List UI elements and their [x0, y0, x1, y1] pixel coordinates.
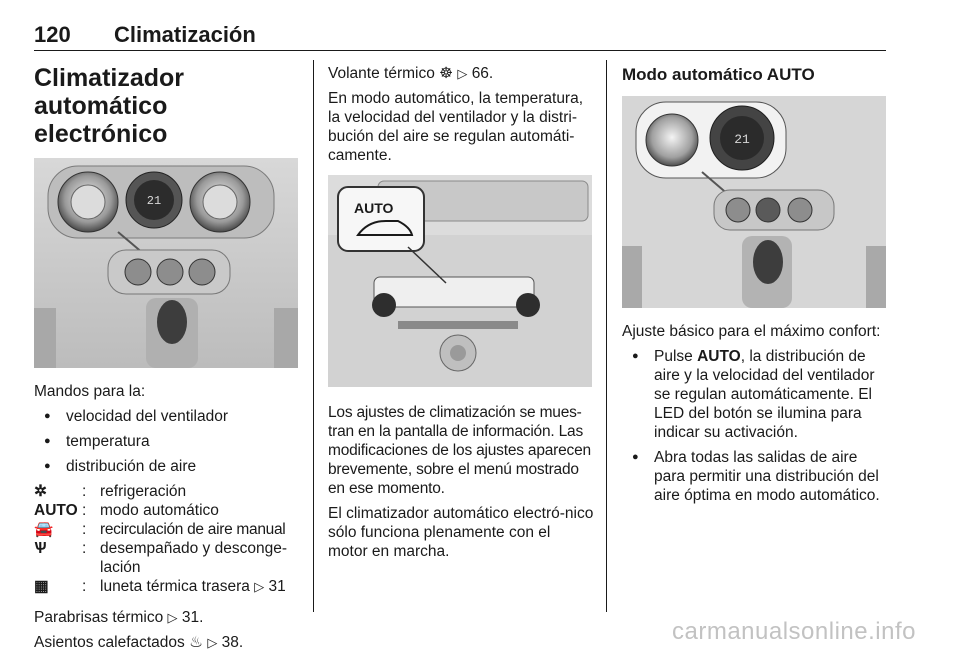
- controls-list: velocidad del ventilador temperatura dis…: [34, 407, 300, 476]
- symbol-desc: modo automático: [100, 502, 219, 519]
- steering-text: Volante térmico: [328, 65, 435, 82]
- windscreen-defrost-icon: Ѱ: [34, 540, 47, 557]
- windscreen-text: Parabrisas térmico: [34, 609, 164, 626]
- steering-para: Volante térmico ☸ ▷ 66.: [328, 64, 594, 83]
- page-ref-icon: ▷: [207, 635, 218, 650]
- auto-label: AUTO: [34, 502, 78, 519]
- list-item: temperatura: [34, 432, 300, 451]
- settings-display-para: Los ajustes de climatización se mues-tra…: [328, 404, 591, 497]
- symbol-desc: refrigeración: [100, 483, 187, 500]
- engine-running-para: El climatizador automático electró-nico …: [328, 505, 594, 560]
- symbol-desc: luneta térmica trasera: [100, 578, 250, 595]
- list-item: distribución de aire: [34, 457, 300, 476]
- auto-mode-para: En modo automático, la temperatura, la v…: [328, 90, 584, 164]
- seats-text: Asientos calefactados: [34, 634, 185, 651]
- auto-mode-heading: Modo automático AUTO: [622, 65, 815, 84]
- symbol-desc: desempañado y desconge-lación: [100, 540, 287, 576]
- list-item: Pulse AUTO, la distribución de aire y la…: [622, 347, 888, 442]
- list-item: velocidad del ventilador: [34, 407, 300, 426]
- page-ref-icon: ▷: [167, 610, 178, 625]
- column-3: Modo automático AUTO 21 Ajuste bási: [622, 64, 888, 511]
- page-ref[interactable]: 31.: [181, 609, 204, 626]
- watermark: carmanualsonline.info: [672, 618, 916, 645]
- symbol-row: AUTO : modo automático: [34, 501, 300, 520]
- page-ref-icon: ▷: [457, 66, 468, 81]
- page-ref[interactable]: 38.: [221, 634, 244, 651]
- column-divider-2: [606, 60, 607, 612]
- dial-temp-readout: 21: [734, 132, 750, 147]
- auto-callout-label: AUTO: [354, 200, 394, 216]
- main-heading: Climatizador automático electrónico: [34, 64, 185, 148]
- car-recirculation-icon: 🚘: [34, 521, 54, 538]
- auto-dial-figure: 21: [622, 96, 886, 308]
- climate-panel-illustration: 21: [34, 158, 298, 368]
- climate-panel-figure: 21: [34, 158, 298, 368]
- auto-button-figure: AUTO: [328, 175, 592, 387]
- heated-wheel-icon: ☸: [439, 65, 454, 82]
- symbol-row: ▦ : luneta térmica trasera ▷ 31: [34, 578, 286, 595]
- header-rule: [34, 50, 886, 51]
- snowflake-icon: ✲: [34, 483, 47, 500]
- page-ref[interactable]: 66.: [471, 65, 494, 82]
- seats-para: Asientos calefactados ♨ ▷ 38.: [34, 633, 300, 652]
- section-title: Climatización: [114, 22, 256, 47]
- auto-dial-illustration: 21: [622, 96, 886, 308]
- list-item: Abra todas las salidas de aire para perm…: [622, 448, 888, 505]
- page-number: 120: [34, 22, 71, 47]
- rear-window-heat-icon: ▦: [34, 578, 49, 595]
- column-1: Climatizador automático electrónico 21: [34, 64, 300, 658]
- column-2: Volante térmico ☸ ▷ 66. En modo automáti…: [328, 64, 594, 567]
- auto-keyword: AUTO: [697, 348, 741, 365]
- symbol-desc: recirculación de aire manual: [100, 521, 286, 538]
- basic-setting-intro: Ajuste básico para el máximo confort:: [622, 323, 881, 340]
- auto-steps-list: Pulse AUTO, la distribución de aire y la…: [622, 347, 888, 505]
- auto-button-illustration: AUTO: [328, 175, 592, 387]
- symbol-row: 🚘 : recirculación de aire manual: [34, 520, 300, 539]
- symbol-row: ✲ : refrigeración: [34, 482, 300, 501]
- controls-intro: Mandos para la:: [34, 383, 146, 400]
- page-header: 120 Climatización: [34, 22, 886, 50]
- windscreen-para: Parabrisas térmico ▷ 31.: [34, 608, 300, 627]
- page-ref[interactable]: 31: [268, 578, 286, 595]
- column-divider-1: [313, 60, 314, 612]
- heated-seat-icon: ♨: [189, 634, 204, 651]
- page-ref-icon: ▷: [254, 579, 265, 594]
- symbol-row: Ѱ : desempañado y desconge-lación: [34, 539, 300, 577]
- panel-temp-readout: 21: [147, 194, 161, 208]
